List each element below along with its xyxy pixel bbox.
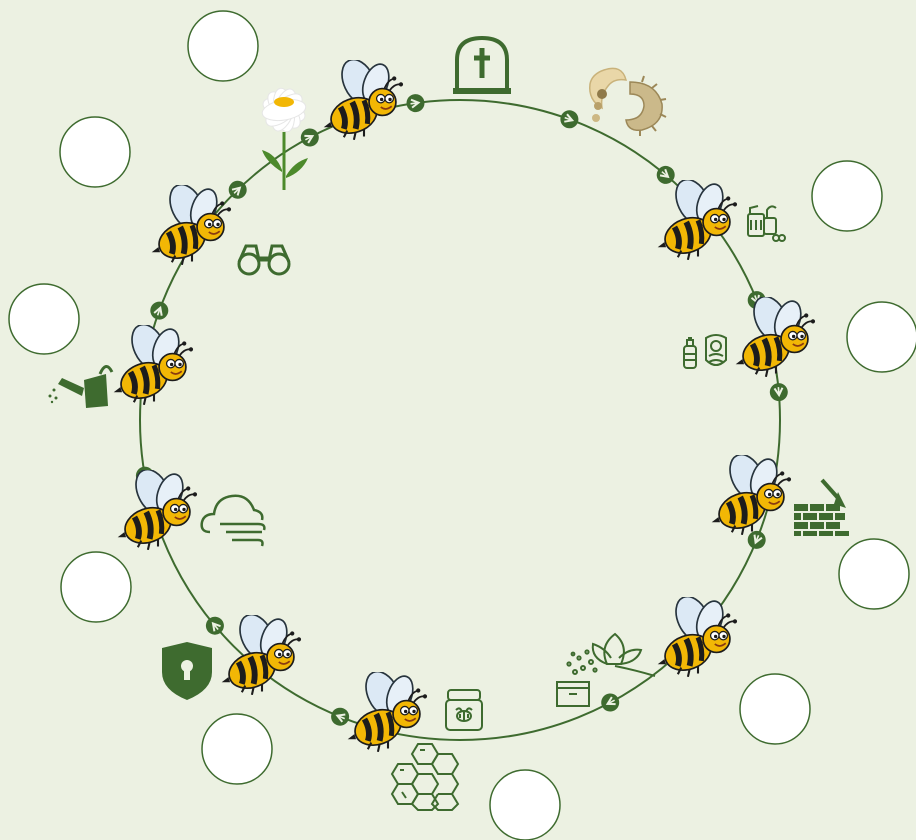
empty-label-circle <box>838 538 910 610</box>
bee-illustration <box>658 591 737 677</box>
bees <box>114 54 815 752</box>
cycle-arrow-marker <box>556 106 582 132</box>
bee-illustration <box>736 291 815 377</box>
cycle-ring <box>139 99 781 741</box>
watering-can-icon <box>48 365 114 408</box>
binoculars-icon <box>237 244 291 276</box>
shield-lock-icon <box>162 642 212 700</box>
bee-illustration <box>348 666 427 752</box>
cleaning-supplies-icon <box>747 205 786 242</box>
larva-icon <box>589 67 667 136</box>
empty-label-circle <box>8 283 80 355</box>
bee-illustration <box>114 319 193 405</box>
cycle-arrow-marker <box>743 527 770 553</box>
cycle-arrow-marker <box>597 689 624 716</box>
bee-illustration <box>712 449 791 535</box>
bee-illustration <box>222 609 301 695</box>
empty-label-circle <box>187 10 259 82</box>
empty-label-circle <box>846 301 916 373</box>
empty-label-circle <box>489 769 561 840</box>
cycle-arrow-marker <box>768 381 790 403</box>
empty-label-circle <box>201 713 273 785</box>
cycle-arrow-marker <box>296 124 323 151</box>
wind-cloud-icon <box>200 494 266 547</box>
empty-label-circle <box>811 160 883 232</box>
bee-illustration <box>118 464 197 550</box>
cycle-arrow-marker <box>327 703 353 730</box>
honey-jar-icon <box>445 689 483 731</box>
baby-care-icon <box>683 334 727 369</box>
empty-label-circles <box>8 10 916 840</box>
bee-illustration <box>324 54 403 140</box>
cycle-arrow-marker <box>404 91 427 115</box>
brick-wall-building-icon <box>794 478 849 536</box>
honeycomb-icon <box>390 743 460 811</box>
empty-label-circle <box>60 551 132 623</box>
cycle-arrow-marker <box>146 298 172 324</box>
empty-label-circle <box>59 116 131 188</box>
empty-label-circle <box>739 673 811 745</box>
flower-pollen-icon <box>556 632 656 707</box>
bee-illustration <box>152 179 231 265</box>
tombstone-icon <box>453 35 511 94</box>
bee-illustration <box>658 174 737 260</box>
daisy-flower-icon <box>261 87 308 190</box>
